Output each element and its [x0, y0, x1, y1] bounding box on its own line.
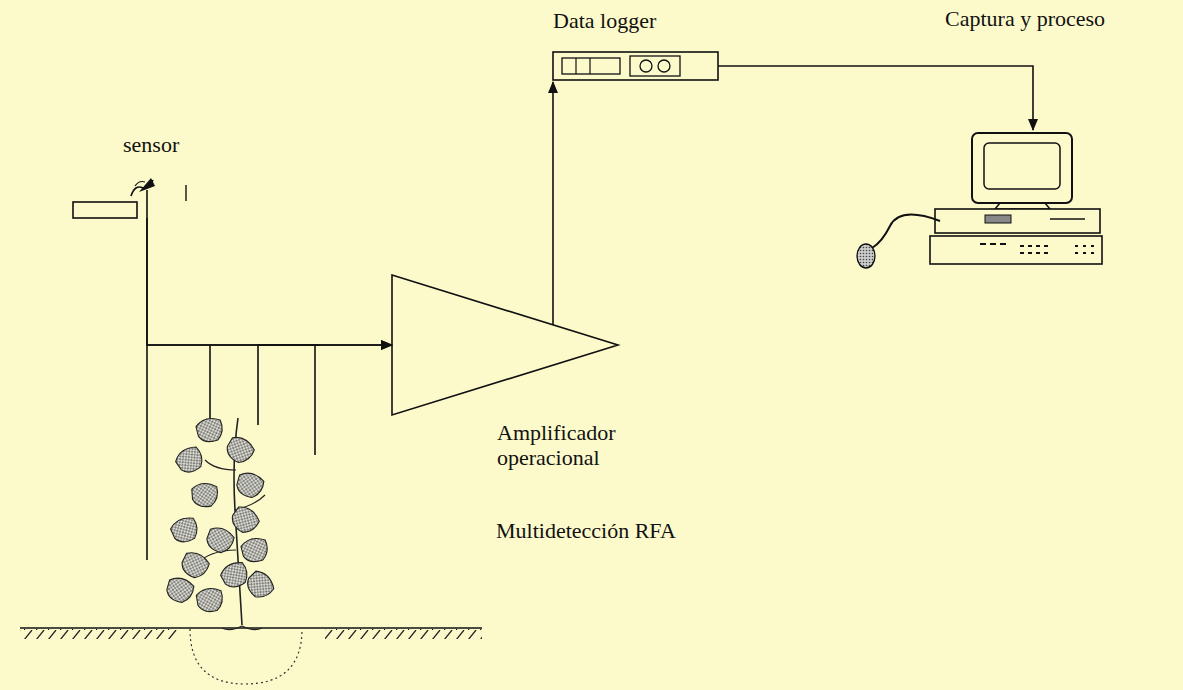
root-zone: [190, 629, 302, 684]
node-label: Amplificador operacional: [497, 420, 629, 471]
signal-arrow: [552, 82, 554, 325]
sensor-device: sensor: [73, 130, 193, 225]
signal-arrow: [147, 218, 392, 345]
node-shape: [850, 6, 1180, 271]
node-label: Captura y proceso: [945, 6, 1105, 31]
probe-wire: [209, 345, 211, 430]
amplifier-triangle: Amplificador operacional: [390, 270, 630, 475]
node-label: Data logger: [553, 8, 656, 33]
signal-arrow: [258, 345, 392, 425]
node-label: sensor: [123, 132, 179, 157]
data-logger-box: Data logger: [550, 6, 722, 84]
probe-wire: [314, 345, 316, 455]
ground-hatch: [325, 629, 482, 639]
node-shape: [150, 400, 710, 628]
ground-hatch: [20, 629, 180, 639]
plant-illustration: Multidetección RFA: [150, 400, 710, 628]
signal-arrow: [718, 66, 1033, 130]
node-label: Multidetección RFA: [496, 518, 676, 543]
ground-line: [20, 627, 482, 629]
computer-icon: Captura y proceso: [850, 6, 1180, 271]
